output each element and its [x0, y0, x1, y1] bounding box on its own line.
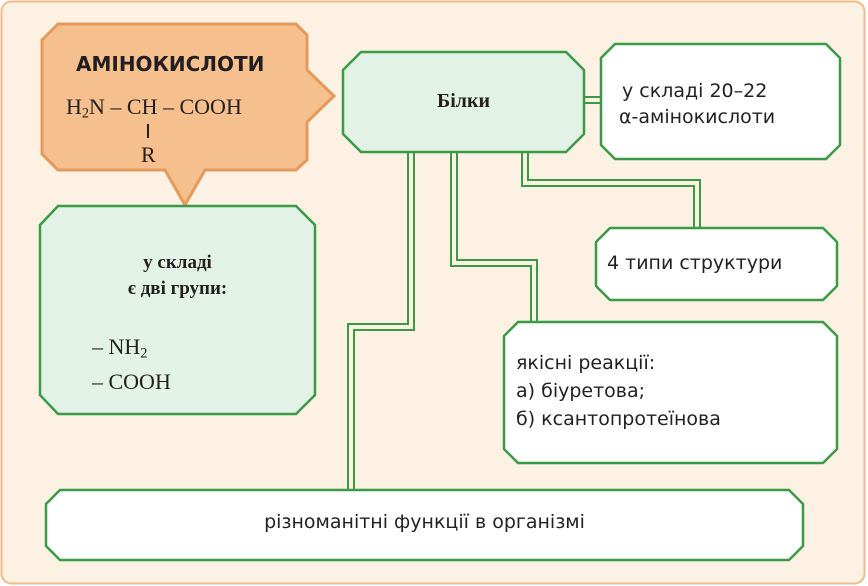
- amino-title: АМІНОКИСЛОТИ: [76, 52, 265, 76]
- connector-to-structure: [521, 150, 695, 230]
- groups-box: [38, 204, 317, 416]
- reactions-line2: а) біуретова;: [516, 380, 646, 402]
- radical-bond: [147, 124, 149, 138]
- structure-box: [594, 226, 839, 302]
- reactions-box: [502, 320, 839, 465]
- groups-heading-line1: у складі: [143, 252, 212, 273]
- proteins-box: [341, 50, 586, 154]
- formula-rest: N – CH – COOH: [89, 94, 242, 119]
- connector-to-functions-inner: [353, 150, 415, 490]
- group-amino-subscript: 2: [140, 345, 148, 362]
- functions-label: різноманітні функції в організмі: [264, 511, 585, 533]
- group-carboxyl: – COOH: [92, 369, 171, 394]
- composition-line2: α-амінокислоти: [619, 106, 776, 128]
- composition-line1: у складі 20–22: [622, 80, 768, 102]
- group-amino: – NH2: [92, 334, 147, 363]
- reactions-line3: б) ксантопротеїнова: [516, 408, 721, 430]
- amino-radical: R: [141, 142, 156, 167]
- proteins-title: Білки: [436, 90, 491, 112]
- reactions-line1: якісні реакції:: [516, 352, 656, 374]
- connectors: [347, 96, 701, 490]
- connector-to-structure-inner: [527, 150, 701, 230]
- groups-heading-line2: є дві групи:: [127, 278, 228, 299]
- group-amino-main: – NH: [92, 334, 141, 359]
- formula-h: H: [66, 94, 82, 119]
- composition-box: [599, 42, 842, 161]
- connector-to-reactions: [450, 150, 532, 322]
- formula-subscript: 2: [81, 105, 90, 122]
- amino-formula: H2N – CH – COOH: [66, 94, 242, 123]
- connector-to-reactions-inner: [456, 150, 538, 322]
- connector-to-functions: [347, 150, 409, 490]
- functions-box: [44, 488, 805, 562]
- structure-label: 4 типи структури: [607, 252, 783, 274]
- amino-box: [40, 22, 337, 209]
